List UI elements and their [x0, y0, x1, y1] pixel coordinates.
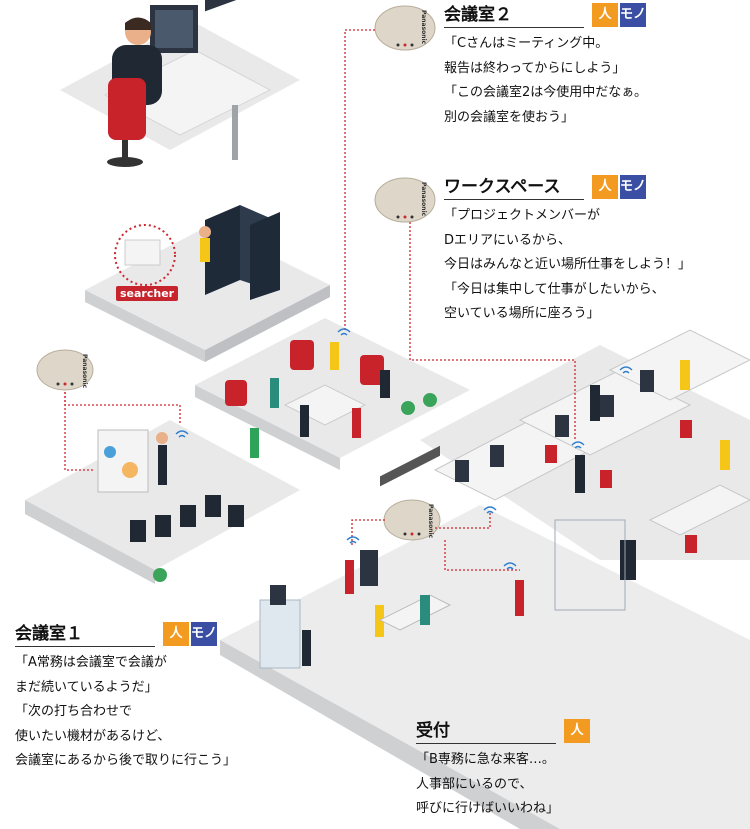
card-text: 「Cさんはミーティング中。 報告は終わってからにしよう」 「この会議室2は今使用…	[444, 32, 659, 130]
workstation-illustration	[103, 0, 272, 167]
card-workspace: ワークスペース 人 モノ 「プロジェクトメンバーが Dエリアにいるから、 今日は…	[444, 175, 744, 327]
sensor-brand-label: Panasonic	[420, 182, 427, 217]
reception-illustration	[259, 445, 524, 669]
person-badge: 人	[564, 719, 590, 743]
server-rack-illustration	[114, 205, 280, 300]
card-line: 会議室にあるから後で取りに行こう」	[15, 753, 237, 768]
sensor-brand-label: Panasonic	[427, 504, 434, 539]
card-meeting-room-1: 会議室１ 人 モノ 「A常務は会議室で会議が まだ続いているようだ」 「次の打ち…	[15, 622, 295, 774]
card-line: 「B専務に急な来客…。	[416, 752, 555, 767]
title-underline	[15, 646, 155, 647]
card-line: Dエリアにいるから、	[444, 232, 572, 248]
thing-badge: モノ	[620, 3, 646, 27]
card-line: 「次の打ち合わせで	[15, 704, 133, 719]
card-text: 「プロジェクトメンバーが Dエリアにいるから、 今日はみんなと近い場所仕事をしよ…	[444, 204, 744, 327]
thing-badge: モノ	[191, 622, 217, 646]
card-line: まだ続いているようだ」	[15, 679, 158, 695]
person-badge: 人	[592, 3, 618, 27]
sensor-brand-label: Panasonic	[420, 10, 427, 45]
meeting-room-1-illustration	[97, 429, 244, 582]
card-line: 使いたい機材があるけど、	[15, 728, 171, 744]
card-title: 受付	[416, 721, 450, 741]
title-underline	[416, 743, 556, 744]
lounge-illustration	[225, 340, 437, 458]
card-title: 会議室２	[444, 5, 512, 25]
sensor-meeting2	[374, 5, 436, 51]
person-badge: 人	[163, 622, 189, 646]
card-line: 人事部にいるので、	[416, 776, 533, 792]
title-underline	[444, 199, 584, 200]
sensor-reception	[383, 499, 441, 541]
card-title: ワークスペース	[444, 177, 561, 197]
card-line: 「A常務は会議室で会議が	[15, 655, 167, 670]
searcher-label: searcher	[116, 286, 179, 301]
person-badge: 人	[592, 175, 618, 199]
card-meeting-room-2: 会議室２ 人 モノ 「Cさんはミーティング中。 報告は終わってからにしよう」 「…	[444, 3, 659, 130]
thing-badge: モノ	[620, 175, 646, 199]
card-line: 別の会議室を使おう」	[444, 109, 575, 125]
sensor-devices	[36, 5, 441, 541]
card-line: 「今日は集中して仕事がしたいから、	[444, 281, 665, 297]
card-line: 空いている場所に座ろう」	[444, 306, 600, 321]
sensor-meeting1	[36, 349, 94, 391]
card-line: 今日はみんなと近い場所仕事をしよう！」	[444, 257, 692, 272]
card-title: 会議室１	[15, 624, 83, 644]
card-line: 報告は終わってからにしよう」	[444, 60, 626, 76]
sensor-workspace	[374, 177, 436, 223]
card-reception: 受付 人 「B専務に急な来客…。 人事部にいるので、 呼びに行けばいいわね」	[416, 719, 616, 822]
card-line: 「プロジェクトメンバーが	[444, 208, 601, 223]
card-text: 「B専務に急な来客…。 人事部にいるので、 呼びに行けばいいわね」	[416, 748, 616, 822]
workspace-illustration	[433, 329, 750, 611]
card-text: 「A常務は会議室で会議が まだ続いているようだ」 「次の打ち合わせで 使いたい機…	[15, 651, 295, 774]
card-line: 「Cさんはミーティング中。	[444, 36, 609, 51]
sensor-brand-label: Panasonic	[81, 354, 88, 389]
card-line: 呼びに行けばいいわね」	[416, 801, 560, 816]
wifi-signal-icons	[175, 328, 633, 570]
title-underline	[444, 27, 584, 28]
card-line: 「この会議室2は今使用中だなぁ。	[444, 85, 648, 100]
